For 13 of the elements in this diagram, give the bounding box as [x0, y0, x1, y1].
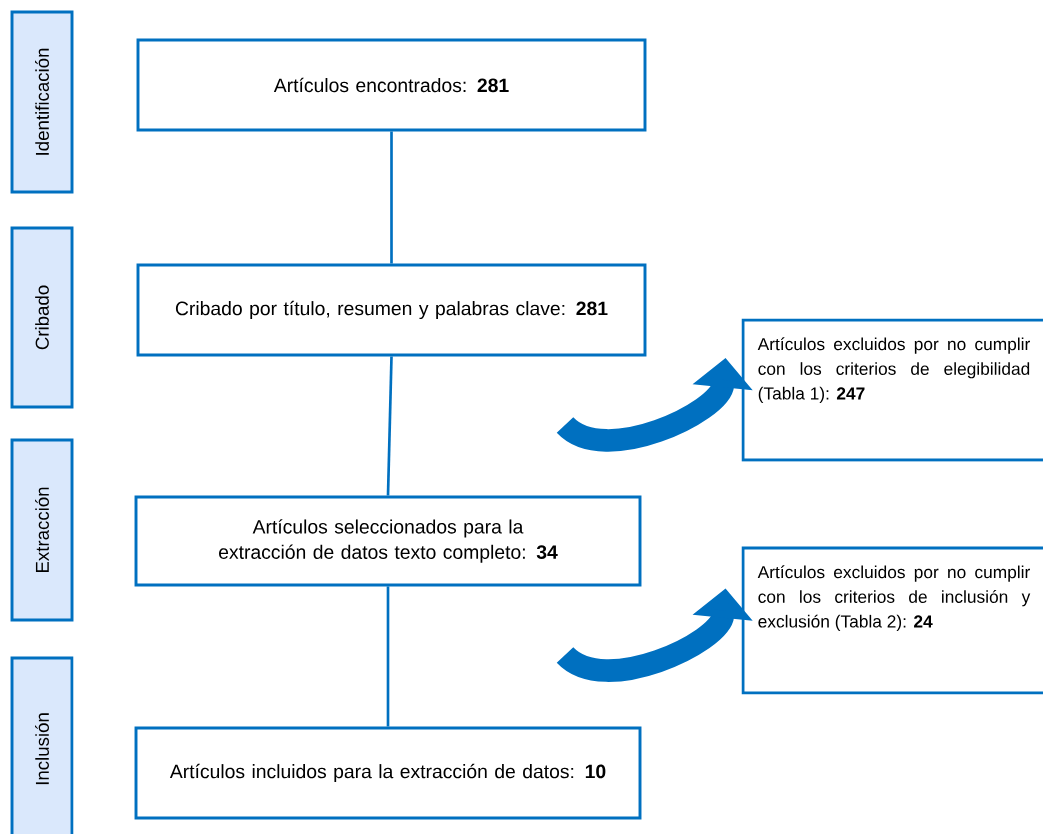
connector-line: [386, 356, 393, 496]
process-box: Artículos encontrados: 281: [136, 38, 647, 132]
stage-band: Cribado: [10, 226, 74, 409]
exclusion-box: Artículos excluidos por no cumplir con los criterios de elegibilidad (Tabla 1): 247: [741, 318, 1043, 462]
stage-band: Extracción: [10, 438, 74, 622]
process-box: Artículos seleccionados para la extracción de datos texto completo: 34: [134, 495, 642, 587]
stage-band: Inclusión: [10, 656, 74, 834]
connector-line: [390, 131, 393, 264]
process-box: Cribado por título, resumen y palabras clave: 281: [136, 263, 647, 357]
process-box: Artículos incluidos para la extracción de datos: 10: [134, 726, 642, 820]
connector-line: [386, 586, 390, 727]
exclusion-box: Artículos excluidos por no cumplir con los criterios de inclusión y exclusión (Tabla 2): 24: [741, 546, 1043, 695]
stage-band: Identificación: [10, 10, 74, 194]
